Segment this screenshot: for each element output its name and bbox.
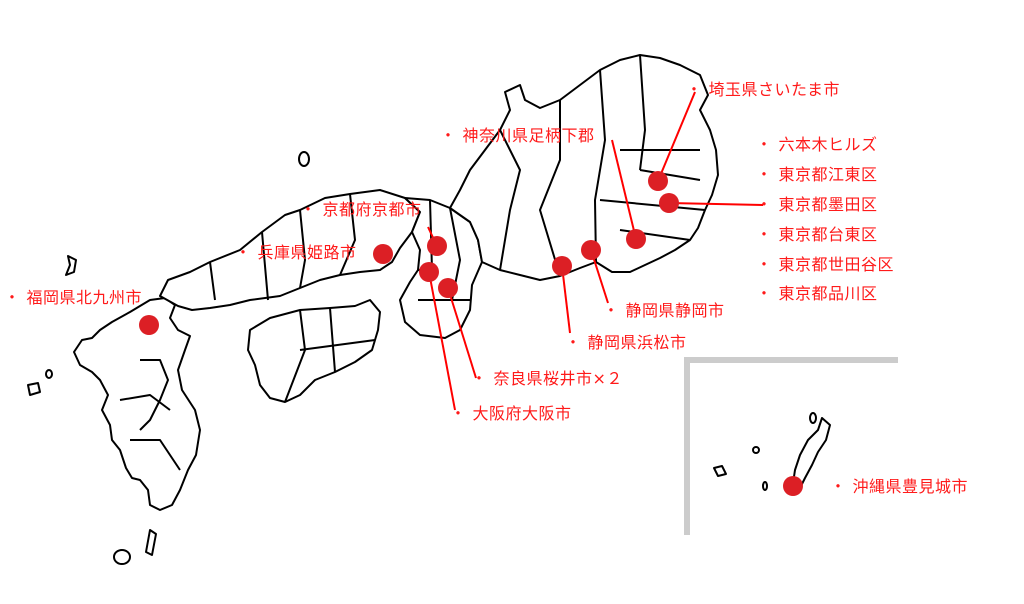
label-text: 沖縄県豊見城市 bbox=[852, 477, 969, 496]
bullet: ・ bbox=[565, 333, 582, 352]
label-roppongi: ・六本木ヒルズ bbox=[756, 135, 878, 155]
bullet: ・ bbox=[471, 369, 488, 388]
bullet: ・ bbox=[756, 135, 773, 154]
marker-sakurai[interactable] bbox=[438, 278, 458, 298]
leader-hamamatsu bbox=[561, 265, 571, 334]
bullet: ・ bbox=[440, 126, 457, 145]
marker-kitakyushu[interactable] bbox=[139, 315, 159, 335]
markers bbox=[139, 171, 803, 496]
label-taito: ・東京都台東区 bbox=[756, 225, 878, 245]
label-text: 福岡県北九州市 bbox=[26, 288, 143, 307]
label-text: 神奈川県足柄下郡 bbox=[462, 126, 595, 145]
bullet: ・ bbox=[450, 404, 467, 423]
label-tomigusuku: ・沖縄県豊見城市 bbox=[830, 477, 968, 497]
bullet: ・ bbox=[4, 288, 21, 307]
label-himeji: ・兵庫県姫路市 bbox=[235, 243, 357, 263]
bullet: ・ bbox=[756, 165, 773, 184]
label-text: 六本木ヒルズ bbox=[778, 135, 878, 154]
marker-himeji[interactable] bbox=[373, 244, 393, 264]
label-text: 奈良県桜井市×２ bbox=[493, 369, 623, 388]
shikoku-outline bbox=[247, 299, 381, 403]
label-koto: ・東京都江東区 bbox=[756, 165, 878, 185]
okinawa-inset-frame bbox=[684, 357, 898, 535]
label-osaka: ・大阪府大阪市 bbox=[450, 404, 572, 424]
label-text: 東京都世田谷区 bbox=[778, 255, 895, 274]
marker-tomigusuku[interactable] bbox=[783, 476, 803, 496]
label-text: 兵庫県姫路市 bbox=[257, 243, 357, 262]
label-kanagawa: ・神奈川県足柄下郡 bbox=[440, 126, 595, 146]
marker-kanagawa[interactable] bbox=[626, 229, 646, 249]
label-text: 大阪府大阪市 bbox=[472, 404, 572, 423]
bullet: ・ bbox=[686, 80, 703, 99]
bullet: ・ bbox=[756, 255, 773, 274]
label-text: 京都府京都市 bbox=[322, 200, 422, 219]
leader-osaka bbox=[428, 271, 456, 411]
bullet: ・ bbox=[235, 243, 252, 262]
marker-osaka[interactable] bbox=[419, 262, 439, 282]
marker-shizuoka[interactable] bbox=[581, 240, 601, 260]
marker-kyoto[interactable] bbox=[427, 236, 447, 256]
honshu-central-outline bbox=[449, 54, 719, 281]
label-kitakyushu: ・福岡県北九州市 bbox=[4, 288, 142, 308]
prefecture-outlines bbox=[27, 54, 831, 565]
bullet: ・ bbox=[830, 477, 847, 496]
bullet: ・ bbox=[756, 195, 773, 214]
label-setagaya: ・東京都世田谷区 bbox=[756, 255, 894, 275]
label-text: 東京都江東区 bbox=[778, 165, 878, 184]
bullet: ・ bbox=[756, 225, 773, 244]
label-sumida: ・東京都墨田区 bbox=[756, 195, 878, 215]
marker-sumida[interactable] bbox=[659, 193, 679, 213]
bullet: ・ bbox=[756, 284, 773, 303]
label-text: 東京都品川区 bbox=[778, 284, 878, 303]
label-sakurai: ・奈良県桜井市×２ bbox=[471, 369, 623, 389]
chugoku-outline bbox=[159, 189, 421, 311]
label-hamamatsu: ・静岡県浜松市 bbox=[565, 333, 687, 353]
leader-sumida bbox=[668, 202, 764, 206]
label-saitama: ・埼玉県さいたま市 bbox=[686, 80, 840, 100]
label-text: 埼玉県さいたま市 bbox=[708, 80, 841, 99]
bullet: ・ bbox=[603, 301, 620, 320]
marker-saitama[interactable] bbox=[648, 171, 668, 191]
label-text: 静岡県静岡市 bbox=[625, 301, 725, 320]
label-shinagawa: ・東京都品川区 bbox=[756, 284, 878, 304]
leader-lines bbox=[427, 91, 764, 411]
bullet: ・ bbox=[300, 200, 317, 219]
leader-saitama bbox=[657, 91, 696, 182]
leader-sakurai bbox=[447, 287, 477, 379]
leader-kanagawa bbox=[611, 139, 637, 240]
label-shizuoka: ・静岡県静岡市 bbox=[603, 301, 725, 321]
marker-hamamatsu[interactable] bbox=[552, 256, 572, 276]
label-text: 東京都墨田区 bbox=[778, 195, 878, 214]
label-text: 東京都台東区 bbox=[778, 225, 878, 244]
kyushu-outline bbox=[73, 297, 201, 511]
label-text: 静岡県浜松市 bbox=[587, 333, 687, 352]
label-kyoto: ・京都府京都市 bbox=[300, 200, 422, 220]
